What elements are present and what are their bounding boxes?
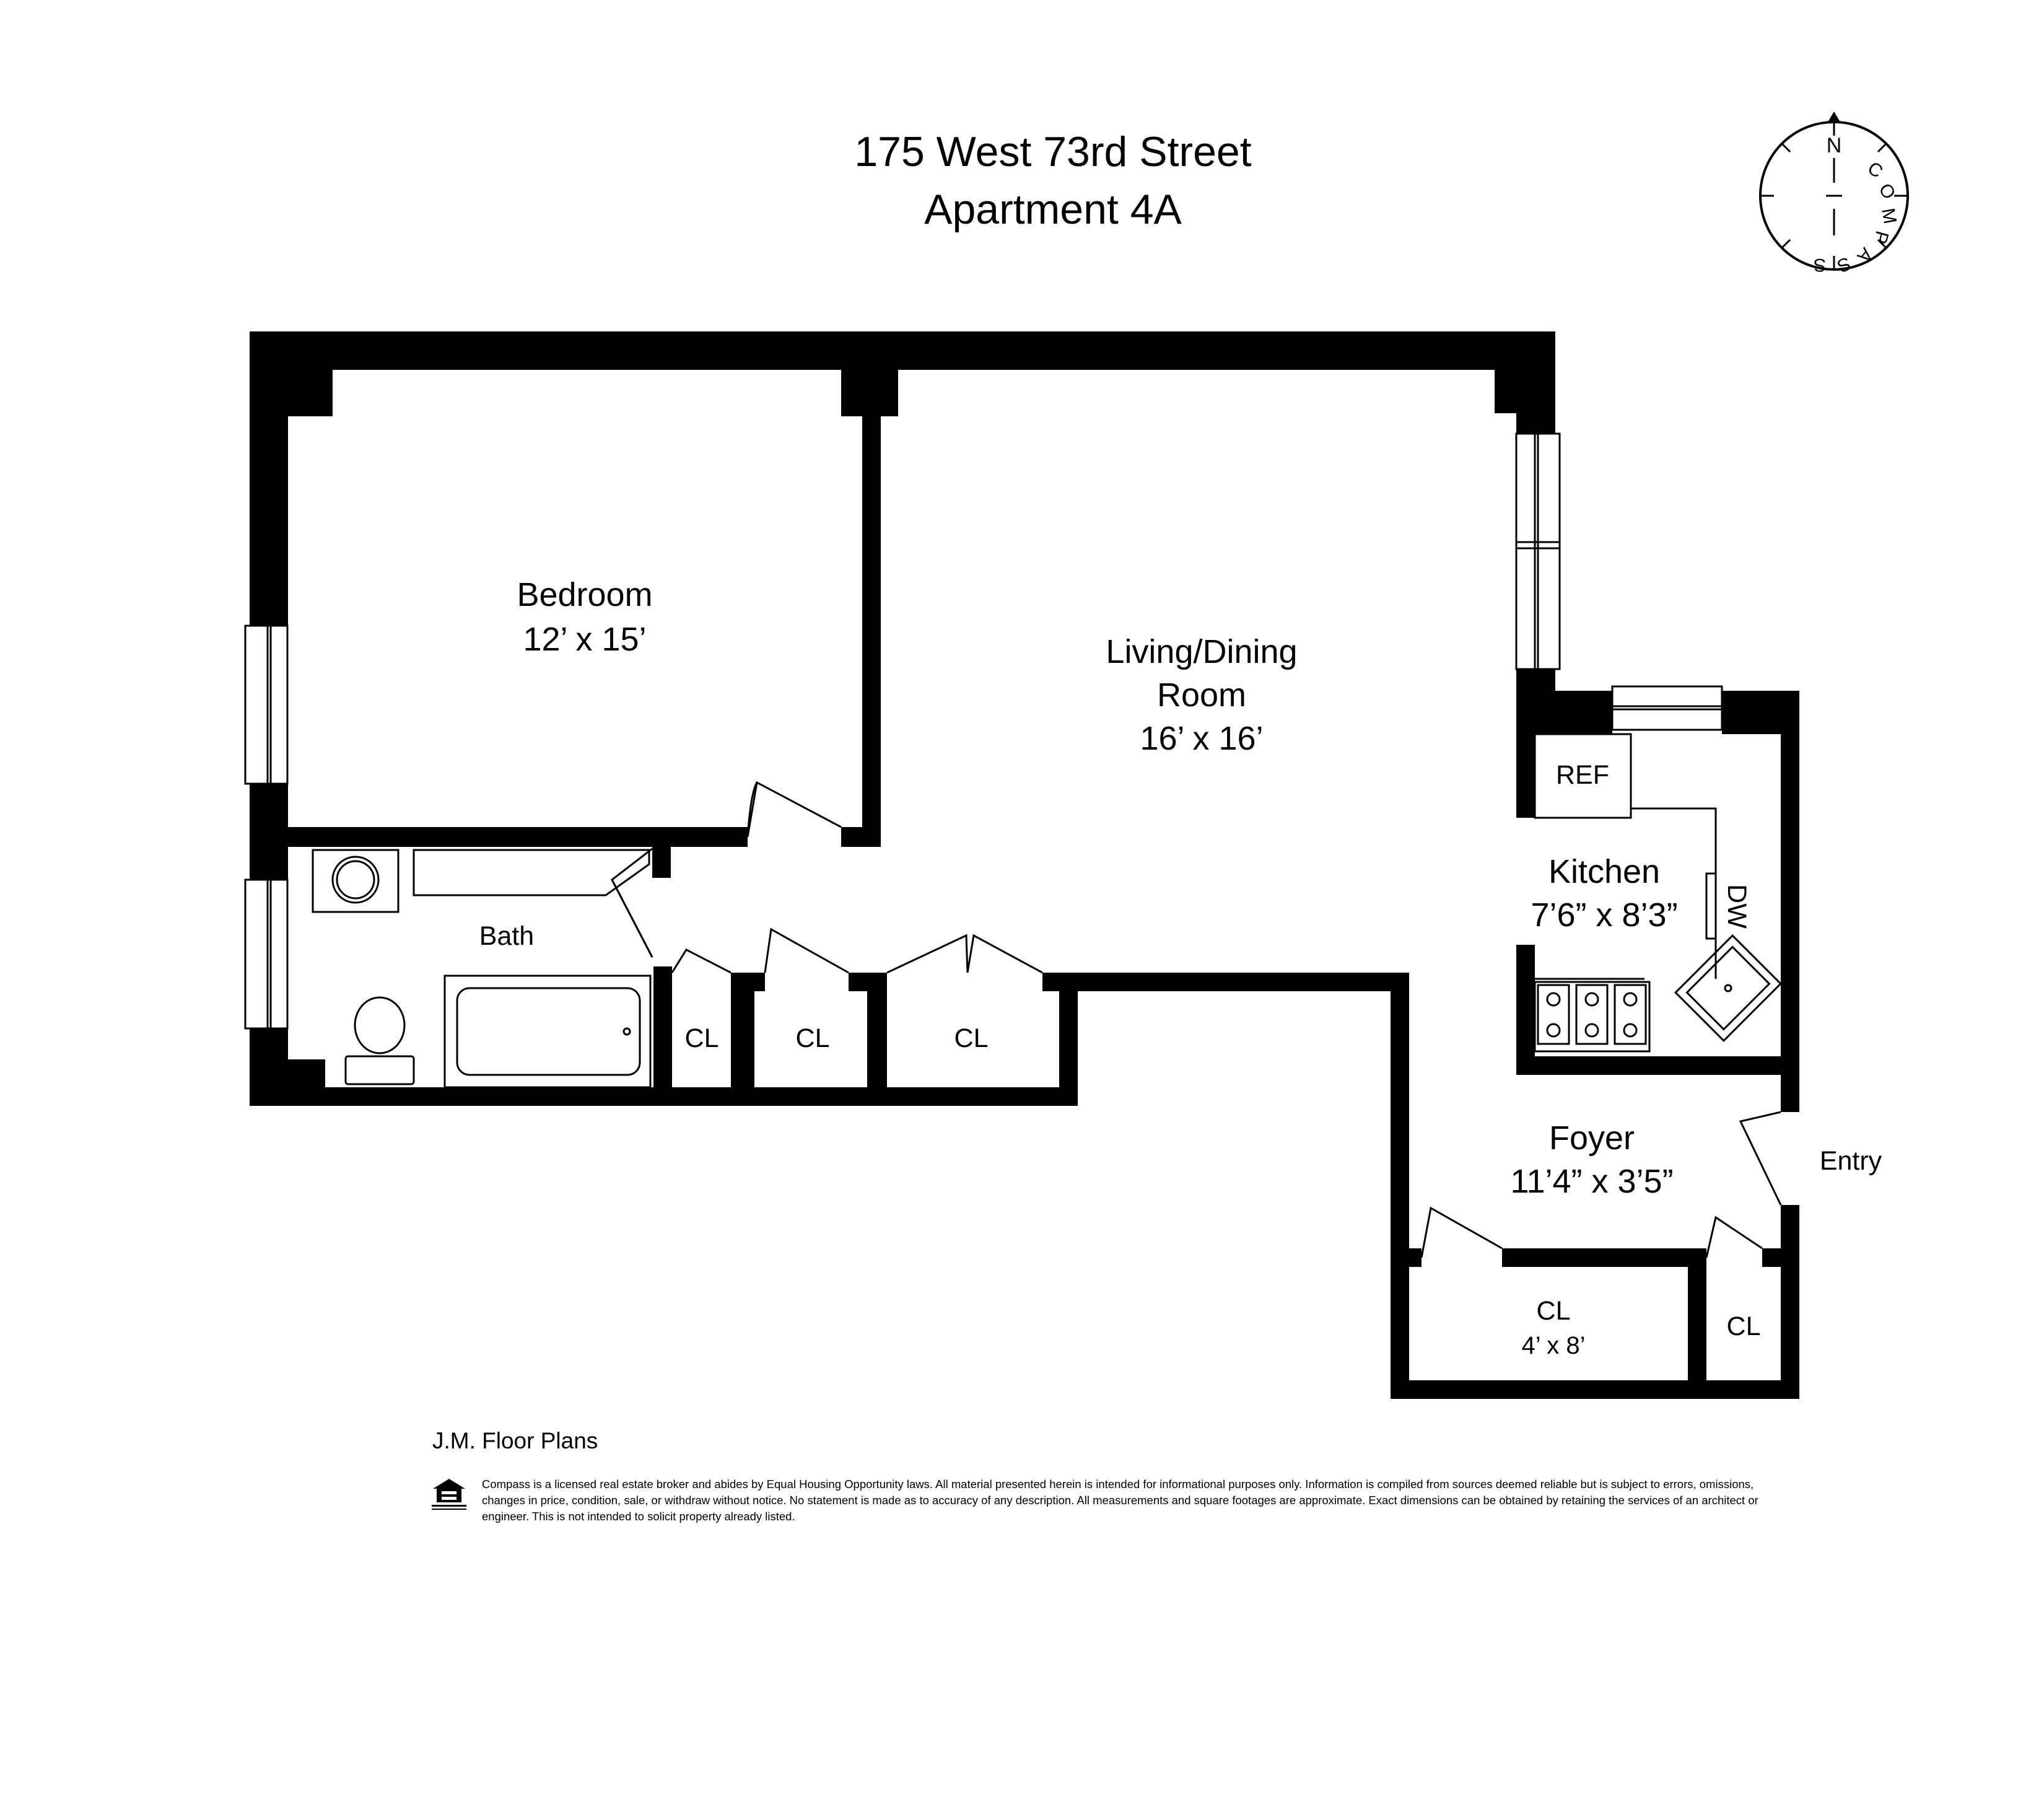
plan-title-address: 175 West 73rd Street <box>854 128 1252 175</box>
living-dims: 16’ x 16’ <box>1140 720 1263 757</box>
closet-label: CL <box>796 1023 830 1053</box>
sink-icon <box>312 849 400 913</box>
equal-housing-logo <box>432 1479 466 1510</box>
dishwasher-icon <box>1705 872 1717 940</box>
refrigerator-icon <box>1534 733 1632 819</box>
compass-icon: N C O M P A S S <box>1759 112 1909 276</box>
bath-fixtures <box>312 849 652 1089</box>
toilet-bowl-icon <box>354 996 406 1054</box>
closet-label: CL <box>1727 1312 1761 1341</box>
plan-credit: J.M. Floor Plans <box>432 1428 598 1453</box>
stove-icon <box>1534 981 1651 1053</box>
bedroom-label: Bedroom <box>517 576 652 613</box>
bath-label: Bath <box>479 921 534 951</box>
kitchen-sink-icon <box>1674 934 1782 1042</box>
svg-text:S: S <box>1814 255 1826 275</box>
closet-label: CL <box>954 1023 989 1053</box>
toilet-tank-icon <box>344 1055 415 1085</box>
svg-text:C: C <box>1864 158 1887 182</box>
svg-text:M: M <box>1877 206 1900 225</box>
kitchen-dims: 7’6” x 8’3” <box>1531 896 1677 934</box>
sink-basin-icon <box>331 856 380 904</box>
svg-text:S: S <box>1834 253 1854 276</box>
foyer-closet-dims: 4’ x 8’ <box>1521 1332 1585 1359</box>
vanity-counter-icon <box>413 849 650 896</box>
bathtub-icon <box>443 975 652 1089</box>
walls <box>250 331 1799 1399</box>
foyer-label: Foyer <box>1549 1119 1635 1157</box>
foyer-closet-label: CL <box>1537 1296 1571 1326</box>
svg-text:P: P <box>1869 229 1892 246</box>
entry-label: Entry <box>1820 1146 1882 1176</box>
dishwasher-label: DW <box>1722 884 1752 929</box>
svg-text:O: O <box>1874 180 1899 203</box>
svg-text:A: A <box>1853 244 1877 267</box>
bedroom-dims: 12’ x 15’ <box>523 621 646 658</box>
compass-ring-text: C O M P A S S <box>1814 158 1900 276</box>
closet-label: CL <box>685 1023 719 1053</box>
doors <box>611 781 1782 1258</box>
refrigerator-label: REF <box>1556 760 1609 790</box>
legal-disclaimer: Compass is a licensed real estate broker… <box>482 1478 1758 1523</box>
compass-north-label: N <box>1827 134 1842 157</box>
windows <box>244 432 1723 1030</box>
plan-title-unit: Apartment 4A <box>924 186 1182 233</box>
foyer-dims: 11’4” x 3’5” <box>1510 1163 1673 1200</box>
kitchen-fixtures <box>1534 733 1782 1053</box>
living-label-1: Living/Dining <box>1106 633 1297 670</box>
kitchen-label: Kitchen <box>1548 853 1660 890</box>
living-label-2: Room <box>1157 677 1246 714</box>
